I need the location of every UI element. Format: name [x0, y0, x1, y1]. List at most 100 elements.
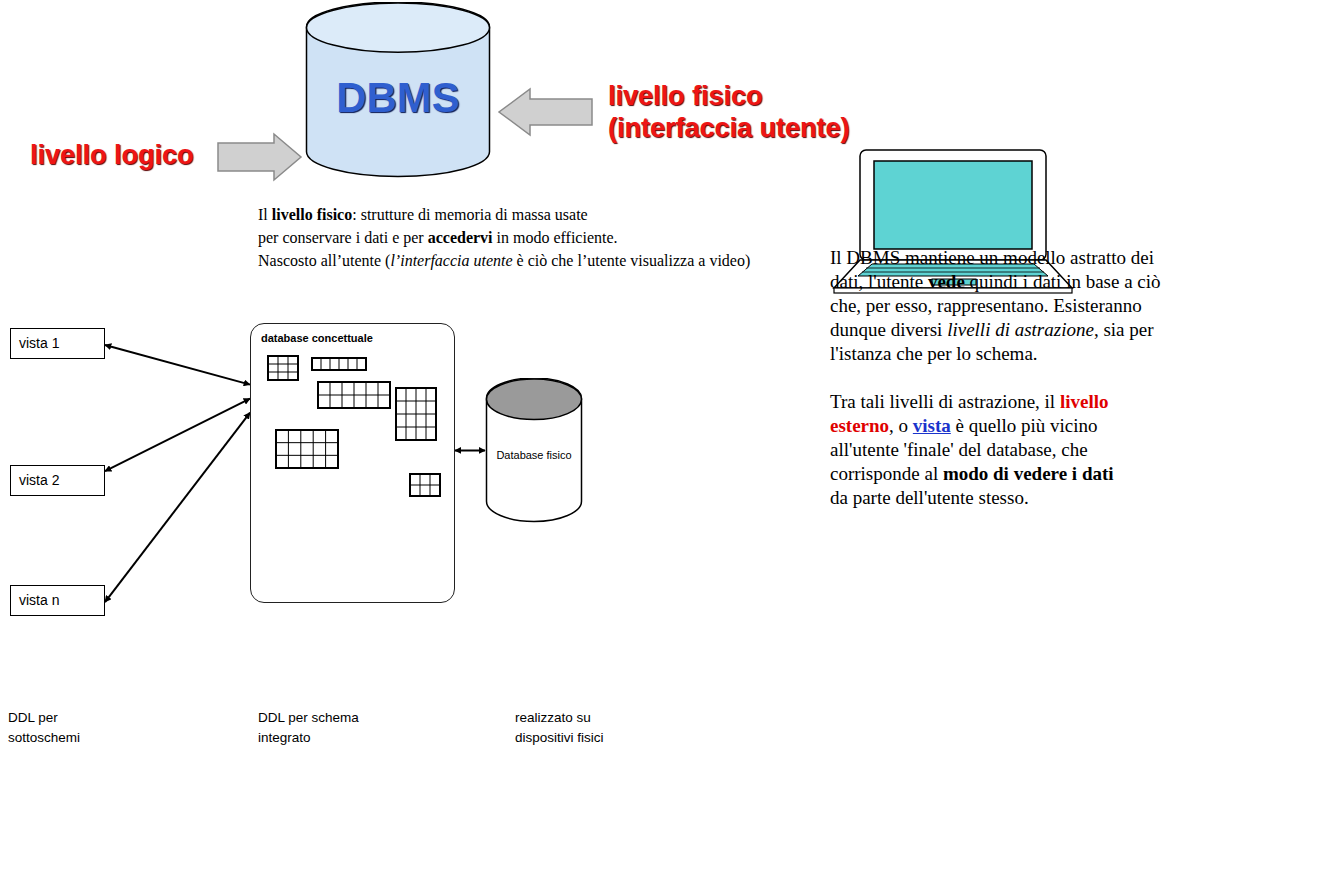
- table-rule: [288, 430, 289, 468]
- text-run: all'utente 'finale' del database, che: [830, 439, 1088, 460]
- text-run: livello logico: [30, 140, 194, 170]
- table-rule: [420, 474, 421, 496]
- text-run: è ciò che l’utente visualizza a video): [517, 252, 751, 269]
- text-run: DDL per schema integrato: [258, 710, 359, 745]
- text-run: vista: [913, 415, 951, 436]
- table-rule: [330, 358, 331, 370]
- text-run: corrisponde al: [830, 463, 938, 484]
- paragraph-line: Il DBMS mantiene un modello astratto dei: [830, 246, 1154, 270]
- text-run: : strutture di memoria di massa usate: [352, 206, 588, 223]
- block-arrow: [218, 134, 301, 180]
- text-run: esterno: [830, 415, 889, 436]
- paragraph-line: esterno, o vista è quello più vicino: [830, 414, 1098, 438]
- view-box: vista n: [10, 585, 105, 616]
- ddl-caption: realizzato su dispositivi fisici: [515, 708, 610, 748]
- view-box: vista 2: [10, 465, 105, 496]
- table-rule: [348, 358, 349, 370]
- text-run: l’interfaccia utente: [390, 252, 512, 269]
- table-rule: [288, 356, 289, 380]
- node-text: vista n: [19, 592, 96, 608]
- table-rule: [406, 388, 407, 440]
- table-outline: [396, 388, 436, 440]
- paragraph-line: per conservare i dati e per accedervi in…: [258, 227, 618, 248]
- text-run: modo di vedere i dati: [943, 463, 1114, 484]
- conceptual-db-box: database concettuale: [250, 323, 455, 603]
- text-run: che, per esso, rappresentano. Esisterann…: [830, 295, 1142, 316]
- text-run: l'istanza che per lo schema.: [830, 343, 1038, 364]
- table-rule: [276, 455, 338, 456]
- view-box: vista 1: [10, 328, 105, 359]
- text-run: dati, l'utente: [830, 271, 923, 292]
- block-arrow: [499, 89, 592, 135]
- table-rule: [354, 382, 355, 408]
- table-rule: [268, 364, 298, 365]
- text-run: livello fisico: [272, 206, 352, 223]
- table-rule: [416, 388, 417, 440]
- text-run: accedervi: [428, 229, 493, 246]
- table-rule: [426, 388, 427, 440]
- text-run: , o: [889, 415, 908, 436]
- bidirectional-arrow: [105, 345, 250, 385]
- paragraph-line: corrisponde al modo di vedere i dati: [830, 462, 1114, 486]
- paragraph-line: dunque diversi livelli di astrazione, si…: [830, 318, 1154, 342]
- dbms-cylinder: DBMS: [305, 2, 491, 178]
- text-run: vede: [928, 271, 965, 292]
- text-run: Tra tali livelli di astrazione, il: [830, 391, 1055, 412]
- table-outline: [312, 358, 366, 370]
- text-run: quindi i dati in base a ciò: [970, 271, 1161, 292]
- cylinder-top: [487, 379, 582, 420]
- ddl-caption: DDL per sottoschemi: [8, 708, 103, 748]
- bidirectional-arrow: [455, 449, 485, 451]
- table-outline: [318, 382, 390, 408]
- paragraph-line: Tra tali livelli di astrazione, il livel…: [830, 390, 1108, 414]
- text-run: per conservare i dati e per: [258, 229, 424, 246]
- level-heading: livello fisico (interfaccia utente): [608, 80, 908, 144]
- node-text: vista 1: [19, 335, 96, 351]
- table-rule: [325, 430, 326, 468]
- physical-db-cylinder: Database fisico: [485, 378, 583, 523]
- paragraph-line: dati, l'utente vede quindi i dati in bas…: [830, 270, 1161, 294]
- table-rule: [410, 485, 440, 486]
- node-text: DBMS: [305, 74, 491, 122]
- text-run: realizzato su dispositivi fisici: [515, 710, 604, 745]
- table-rule: [313, 430, 314, 468]
- cylinder-top: [307, 3, 490, 52]
- table-rule: [276, 442, 338, 443]
- table-outline: [268, 356, 298, 380]
- table-rule: [278, 356, 279, 380]
- ddl-caption: DDL per schema integrato: [258, 708, 388, 748]
- text-run: da parte dell'utente stesso.: [830, 487, 1029, 508]
- table-rule: [342, 382, 343, 408]
- table-rule: [300, 430, 301, 468]
- text-run: , sia per: [1094, 319, 1154, 340]
- text-run: Il: [258, 206, 268, 223]
- text-run: dunque diversi: [830, 319, 942, 340]
- table-icons: [268, 356, 440, 496]
- table-rule: [430, 474, 431, 496]
- table-rule: [357, 358, 358, 370]
- node-text: vista 2: [19, 472, 96, 488]
- text-run: livelli di astrazione: [947, 319, 1094, 340]
- paragraph-line: Il livello fisico: strutture di memoria …: [258, 204, 588, 225]
- text-run: livello: [1060, 391, 1109, 412]
- text-run: DDL per sottoschemi: [8, 710, 80, 745]
- text-run: livello fisico (interfaccia utente): [608, 81, 850, 143]
- paragraph-line: all'utente 'finale' del database, che: [830, 438, 1088, 462]
- text-run: Il DBMS mantiene un modello astratto dei: [830, 247, 1154, 268]
- table-rule: [330, 382, 331, 408]
- table-outline: [276, 430, 338, 468]
- text-run: è quello più vicino: [956, 415, 1098, 436]
- paragraph-line: che, per esso, rappresentano. Esisterann…: [830, 294, 1142, 318]
- bidirectional-arrow: [105, 399, 250, 472]
- node-text: database concettuale: [261, 332, 444, 344]
- table-rule: [378, 382, 379, 408]
- node-text: Database fisico: [485, 448, 583, 462]
- table-rule: [321, 358, 322, 370]
- table-rule: [339, 358, 340, 370]
- text-run: in modo efficiente.: [497, 229, 618, 246]
- bidirectional-arrow: [105, 413, 250, 602]
- paragraph-line: da parte dell'utente stesso.: [830, 486, 1029, 510]
- level-heading: livello logico: [30, 139, 220, 171]
- table-rule: [366, 382, 367, 408]
- paragraph-line: l'istanza che per lo schema.: [830, 342, 1038, 366]
